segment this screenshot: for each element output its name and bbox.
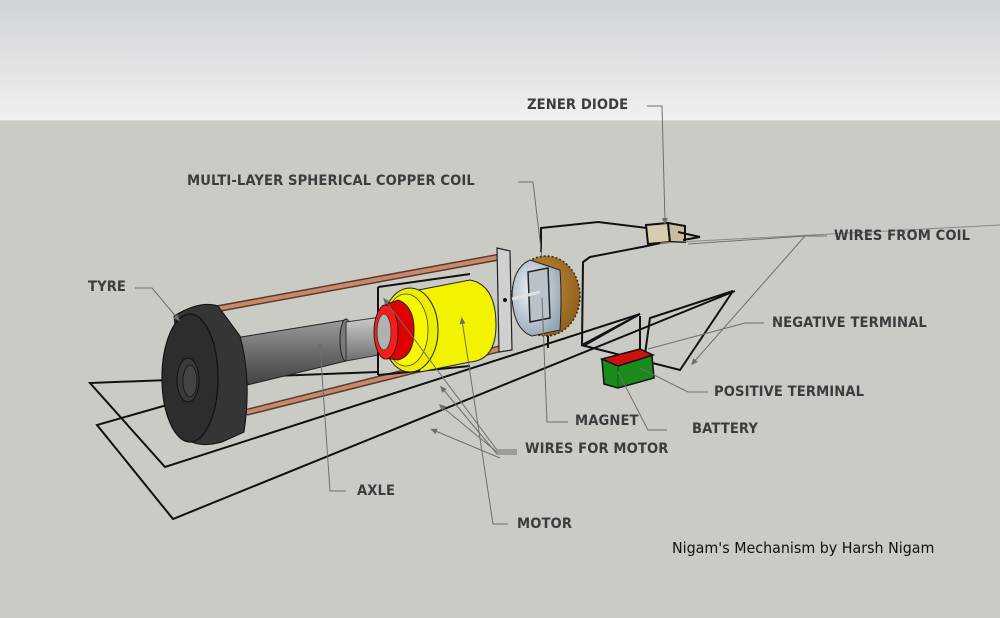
tyre [161, 303, 248, 446]
credit-caption: Nigam's Mechanism by Harsh Nigam [672, 539, 935, 557]
label-positive-terminal: POSITIVE TERMINAL [714, 384, 865, 400]
label-wires-from-coil: WIRES FROM COIL [834, 228, 971, 244]
label-tyre: TYRE [88, 279, 127, 295]
coil-wires [540, 220, 734, 372]
label-zener-diode: ZENER DIODE [527, 97, 629, 113]
motor-collar [373, 299, 415, 361]
magnet [511, 267, 551, 323]
label-copper-coil: MULTI-LAYER SPHERICAL COPPER COIL [187, 173, 475, 189]
zener-diode [644, 221, 1000, 246]
label-wires-for-motor: WIRES FOR MOTOR [525, 441, 669, 457]
leader-lines [135, 105, 827, 525]
label-battery: BATTERY [692, 421, 759, 437]
sky-background [0, 0, 1000, 120]
axle [234, 314, 396, 389]
label-magnet: MAGNET [575, 413, 639, 429]
mounting-plate [496, 247, 513, 353]
label-negative-terminal: NEGATIVE TERMINAL [772, 315, 927, 331]
label-motor: MOTOR [517, 516, 573, 532]
label-axle: AXLE [357, 483, 396, 499]
battery [599, 348, 656, 389]
